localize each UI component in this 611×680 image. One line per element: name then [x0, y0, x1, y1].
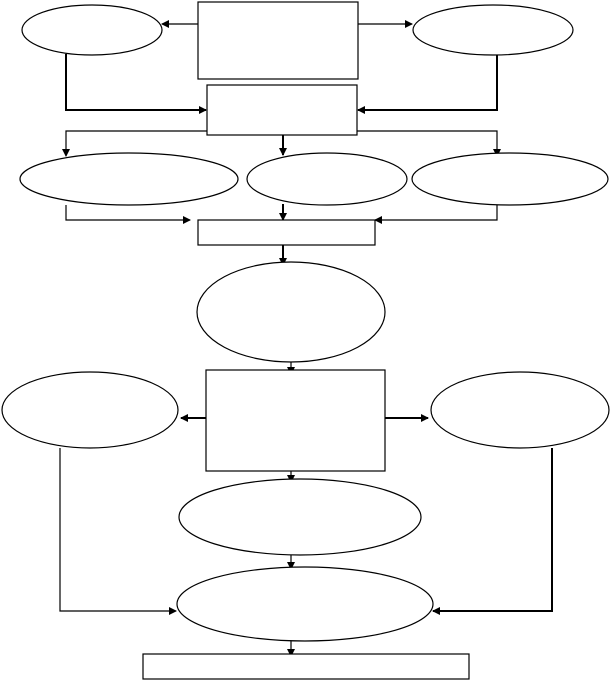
merge-box-1 — [206, 84, 358, 136]
edge-row2-left-ellipse-to-merge-box-2 — [65, 205, 191, 224]
middle-box — [205, 369, 386, 472]
edge-row2-right-ellipse-to-merge-box-2 — [374, 205, 498, 224]
top-right-ellipse — [412, 4, 574, 56]
mid-left-ellipse — [1, 371, 179, 449]
edge-mid-right-ellipse-to-bottom-ellipse — [432, 448, 553, 615]
edge-merge-box-1-to-row2-left-ellipse — [62, 130, 207, 157]
row2-right-ellipse — [411, 152, 609, 206]
mid-right-ellipse — [430, 371, 610, 449]
center-ellipse — [196, 261, 386, 363]
row2-left-ellipse — [19, 152, 239, 206]
bottom-box — [142, 653, 470, 680]
merge-box-2 — [197, 219, 376, 246]
edge-top-right-ellipse-to-merge-box-1 — [357, 54, 498, 114]
edge-mid-left-ellipse-to-bottom-ellipse — [59, 448, 177, 615]
lower-ellipse — [178, 478, 422, 556]
bottom-ellipse — [176, 566, 434, 642]
edge-merge-box-1-to-row2-right-ellipse — [357, 130, 501, 157]
top-box — [197, 1, 359, 80]
row2-center-ellipse — [246, 152, 408, 206]
edge-top-left-ellipse-to-merge-box-1 — [65, 54, 207, 114]
top-left-ellipse — [21, 4, 163, 56]
